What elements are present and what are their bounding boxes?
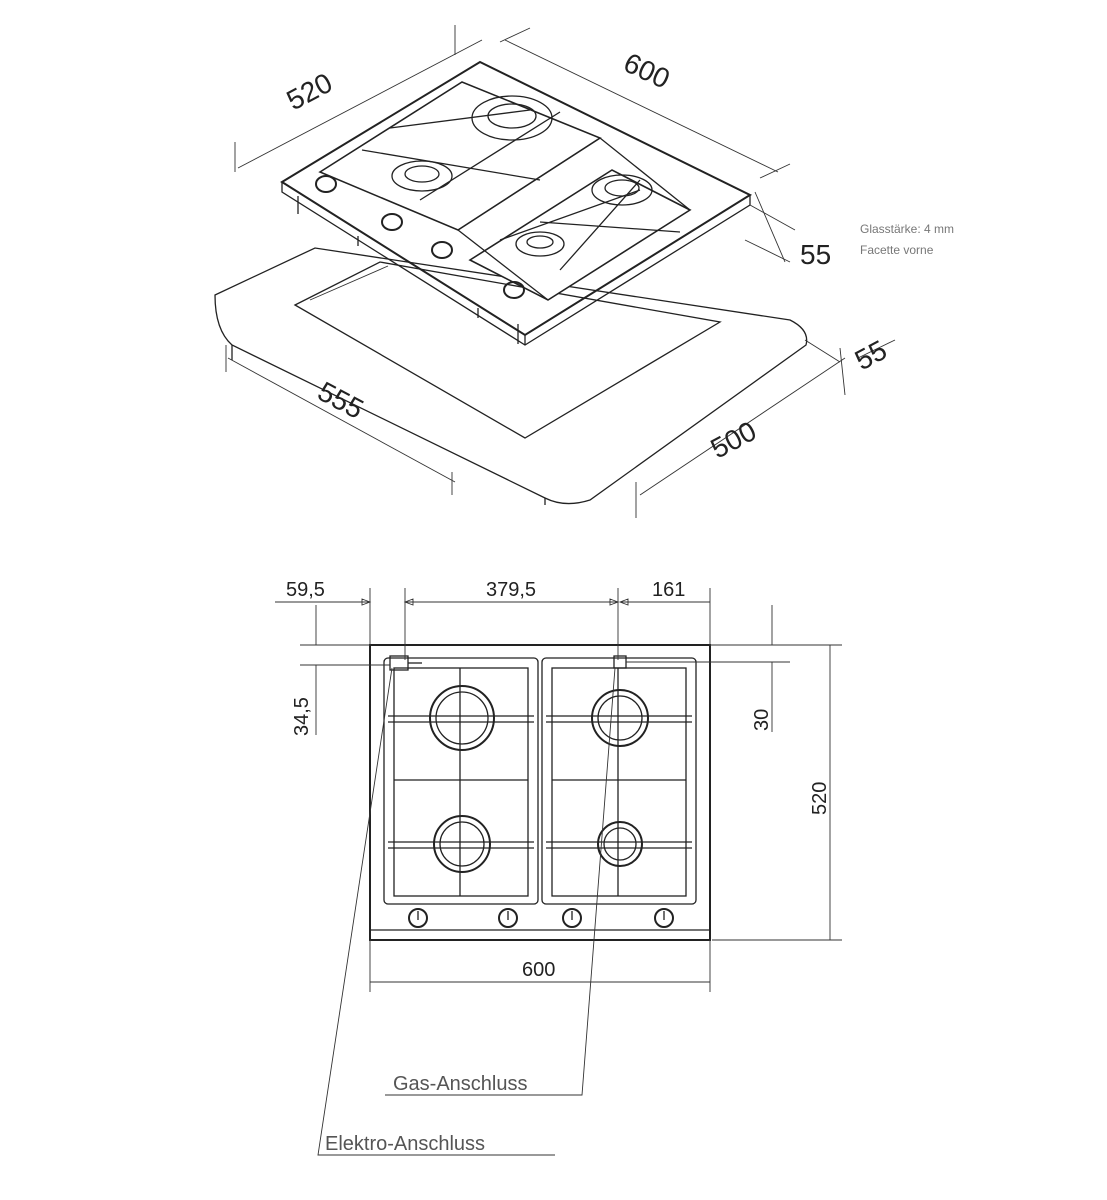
- iso-note-facet: Facette vorne: [860, 243, 934, 257]
- iso-note-glass-thickness: Glasstärke: 4 mm: [860, 222, 954, 236]
- plan-dim-middle: 379,5: [486, 579, 536, 601]
- plan-dimensions: [275, 588, 842, 1156]
- iso-dim-cutout-height: 55: [850, 334, 892, 376]
- iso-dimensions: [225, 25, 896, 518]
- gas-connection-label: Gas-Anschluss: [393, 1073, 528, 1095]
- burners: [391, 95, 653, 257]
- plan-view: 59,5 379,5 161 34,5 30 520 600 Gas-Ansch…: [275, 579, 842, 1156]
- plan-dim-left-vertical: 34,5: [291, 697, 313, 736]
- iso-dim-cutout-width: 555: [313, 376, 369, 425]
- iso-dim-depth: 520: [281, 67, 337, 116]
- plan-dim-width: 600: [522, 959, 555, 981]
- plan-dim-right-vertical: 30: [751, 709, 773, 731]
- plan-dim-left: 59,5: [286, 579, 325, 601]
- iso-dim-width: 600: [619, 47, 674, 95]
- isometric-view: 520 600 55 55 555 500 Glasstärke: 4 mm F…: [214, 25, 954, 518]
- plan-dim-right: 161: [652, 579, 685, 601]
- grates: [318, 81, 692, 301]
- iso-dim-cutout-depth: 500: [706, 415, 762, 464]
- plan-grate-left: [388, 667, 534, 897]
- plan-knobs: [408, 908, 674, 928]
- plan-hob-outline: [369, 644, 711, 941]
- plan-dim-height: 520: [809, 782, 831, 815]
- electric-connection-label: Elektro-Anschluss: [325, 1133, 485, 1155]
- knobs: [315, 175, 525, 299]
- hob-plate: [280, 60, 753, 346]
- plan-grate-right: [546, 667, 692, 897]
- iso-dim-height: 55: [800, 239, 831, 270]
- countertop-slab: [214, 247, 808, 505]
